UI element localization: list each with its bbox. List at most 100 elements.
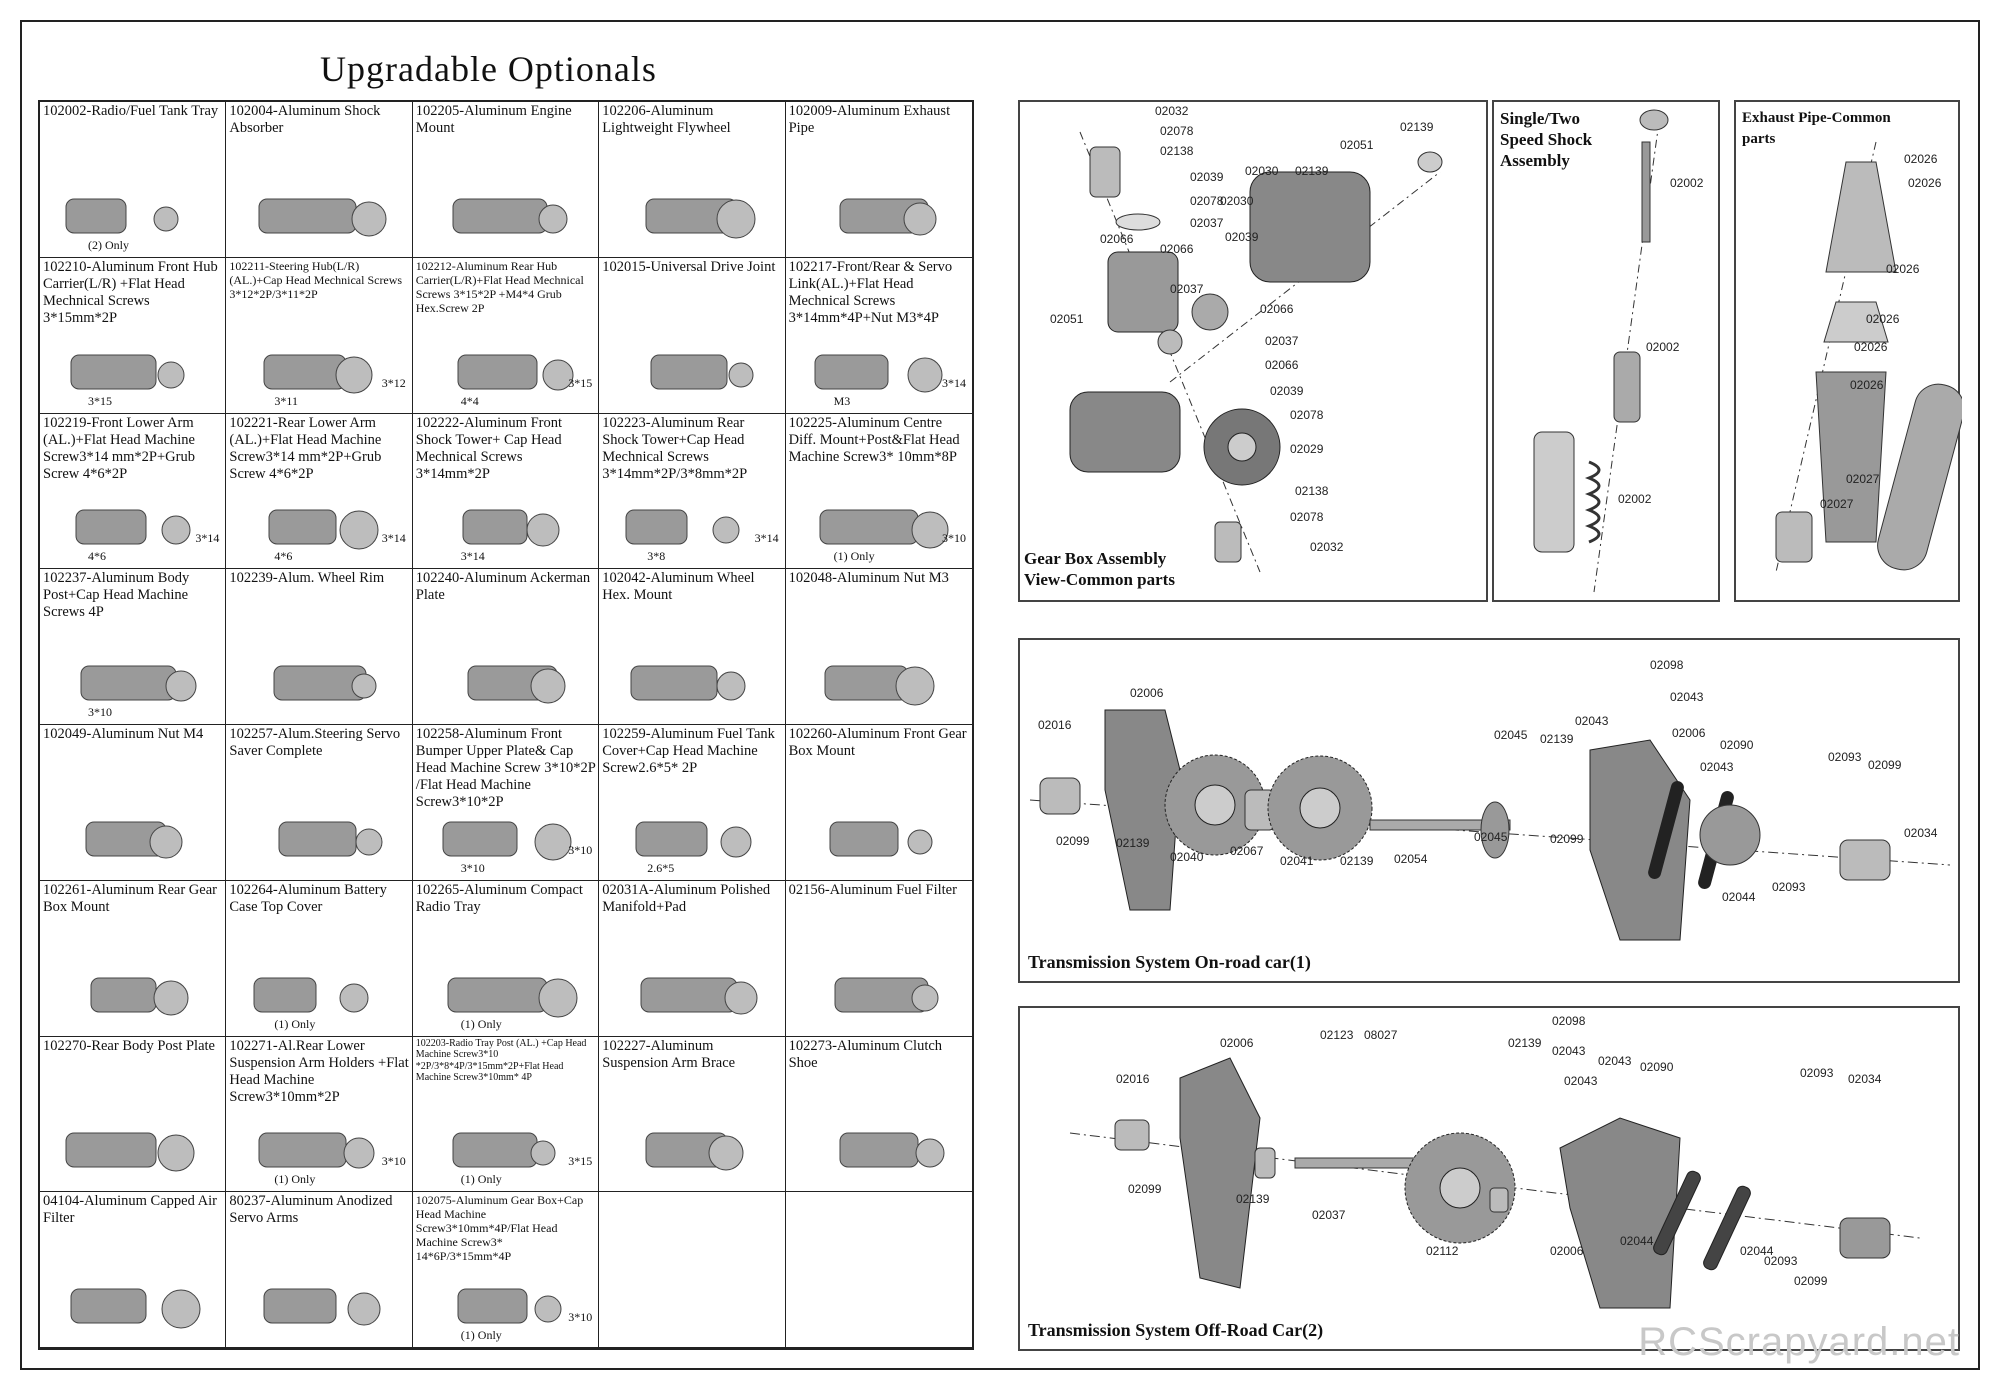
part-number-label: 02037 [1190, 216, 1224, 230]
part-number-label: 02027 [1846, 472, 1880, 486]
part-cell: 102240-Aluminum Ackerman Plate [412, 569, 600, 725]
part-cell: 102264-Aluminum Battery Case Top Cover(1… [226, 880, 413, 1037]
part-name: 102205-Aluminum Engine Mount [415, 103, 572, 136]
part-number-label: 02043 [1564, 1074, 1598, 1088]
part-name: 102227-Aluminum Suspension Arm Brace [602, 1037, 736, 1071]
gearbox-exploded-diagram [1069, 131, 1443, 573]
part-illustration [462, 509, 560, 547]
part-name: 102009-Aluminum Exhaust Pipe [788, 103, 951, 136]
part-number-label: 02045 [1474, 830, 1508, 844]
part-note: 3*15 [88, 393, 112, 408]
part-cell: 02031A-Aluminum Polished Manifold+Pad [599, 880, 786, 1037]
part-illustration [447, 977, 578, 1017]
part-illustration [442, 821, 572, 861]
part-cell: 102075-Aluminum Gear Box+Cap Head Machin… [412, 1192, 600, 1348]
part-illustration [278, 821, 383, 857]
part-cell: 102015-Universal Drive Joint [599, 257, 786, 414]
part-number-label: 02030 [1245, 164, 1279, 178]
gearbox-caption: Gear Box Assembly View-Common parts [1024, 549, 1175, 589]
part-name: 102203-Radio Tray Post (AL.) +Cap Head M… [415, 1037, 587, 1084]
part-number-label: 02139 [1508, 1036, 1542, 1050]
part-number-label: 02044 [1620, 1234, 1654, 1248]
part-cell: 102004-Aluminum Shock Absorber [226, 102, 413, 258]
part-name: 102264-Aluminum Battery Case Top Cover [229, 881, 387, 915]
part-illustration [457, 354, 574, 390]
part-number-label: 02026 [1866, 312, 1900, 326]
part-illustration [829, 821, 933, 857]
part-illustration [263, 354, 373, 393]
part-number-label: 02139 [1540, 732, 1574, 746]
part-name: 02031A-Aluminum Polished Manifold+Pad [602, 881, 771, 915]
part-number-label: 02044 [1740, 1244, 1774, 1258]
part-cell: 102203-Radio Tray Post (AL.) +Cap Head M… [412, 1036, 600, 1193]
part-illustration [650, 354, 754, 389]
part-number-label: 02078 [1160, 124, 1194, 138]
part-cell: 102049-Aluminum Nut M4 [40, 725, 227, 881]
part-name: 102223-Aluminum Rear Shock Tower+Cap Hea… [602, 414, 748, 482]
part-number-label: 02066 [1260, 302, 1294, 316]
transmission-offroad-panel: Transmission System Off-Road Car(2) 0200… [1018, 1006, 1960, 1351]
part-number-label: 02026 [1886, 262, 1920, 276]
part-illustration [263, 1288, 381, 1326]
part-number-label: 02037 [1170, 282, 1204, 296]
part-number-label: 08027 [1364, 1028, 1398, 1042]
part-screw-note: 3*10 [381, 1154, 406, 1169]
part-illustration [65, 1132, 195, 1172]
part-number-label: 02006 [1220, 1036, 1254, 1050]
part-number-label: 02139 [1340, 854, 1374, 868]
part-illustration [814, 354, 943, 392]
site-watermark: RCScrapyard.net [1638, 1320, 1960, 1364]
part-name: 102273-Aluminum Clutch Shoe [788, 1037, 943, 1071]
part-cell: 02156-Aluminum Fuel Filter [785, 881, 972, 1037]
part-number-label: 02078 [1290, 408, 1324, 422]
part-illustration [273, 665, 377, 701]
part-number-label: 02032 [1310, 540, 1344, 554]
part-cell: 04104-Aluminum Capped Air Filter [40, 1192, 227, 1348]
part-screw-note: 3*14 [754, 531, 779, 546]
part-number-label: 02043 [1670, 690, 1704, 704]
part-number-label: 02044 [1722, 890, 1756, 904]
part-number-label: 02090 [1640, 1060, 1674, 1074]
part-note: (1) Only [274, 1172, 316, 1187]
part-cell: 102225-Aluminum Centre Diff. Mount+Post&… [785, 414, 972, 570]
part-screw-note: 3*14 [195, 531, 220, 546]
part-illustration [70, 1288, 201, 1329]
part-name: 02156-Aluminum Fuel Filter [788, 881, 957, 898]
offroad-exploded-diagram [1069, 1057, 1921, 1309]
part-illustration [635, 821, 752, 858]
part-number-label: 02093 [1772, 880, 1806, 894]
part-illustration [839, 198, 937, 236]
part-cell: 102009-Aluminum Exhaust Pipe [785, 102, 972, 258]
part-illustration [75, 509, 191, 545]
part-name: 102260-Aluminum Front Gear Box Mount [788, 726, 967, 759]
part-number-label: 02043 [1700, 760, 1734, 774]
part-cell: 102212-Aluminum Rear Hub Carrier(L/R)+Fl… [412, 257, 600, 414]
part-illustration [258, 1132, 375, 1169]
part-number-label: 02093 [1828, 750, 1862, 764]
part-number-label: 02006 [1672, 726, 1706, 740]
part-number-label: 02066 [1160, 242, 1194, 256]
part-illustration [819, 509, 949, 549]
part-name: 102259-Aluminum Fuel Tank Cover+Cap Head… [602, 726, 775, 776]
part-number-label: 02037 [1265, 334, 1299, 348]
part-number-label: 02051 [1050, 312, 1084, 326]
part-note: (1) Only [833, 549, 875, 564]
part-number-label: 02123 [1320, 1028, 1354, 1042]
part-cell: 102237-Aluminum Body Post+Cap Head Machi… [40, 569, 227, 725]
part-note: 3*10 [88, 705, 112, 719]
part-illustration [645, 198, 756, 239]
part-number-label: 02139 [1116, 836, 1150, 850]
page-title: Upgradable Optionals [320, 49, 657, 89]
part-note: 4*6 [274, 549, 293, 564]
page-frame [20, 20, 1980, 1370]
part-illustration [70, 354, 185, 389]
part-number-label: 02099 [1128, 1182, 1162, 1196]
part-number-label: 02040 [1170, 850, 1204, 864]
part-number-label: 02026 [1854, 340, 1888, 354]
part-name: 102270-Rear Body Post Plate [43, 1037, 215, 1054]
part-number-label: 02041 [1280, 854, 1314, 868]
part-cell: 102260-Aluminum Front Gear Box Mount [785, 725, 972, 881]
part-note: (2) Only [88, 237, 129, 252]
part-illustration [467, 665, 566, 704]
